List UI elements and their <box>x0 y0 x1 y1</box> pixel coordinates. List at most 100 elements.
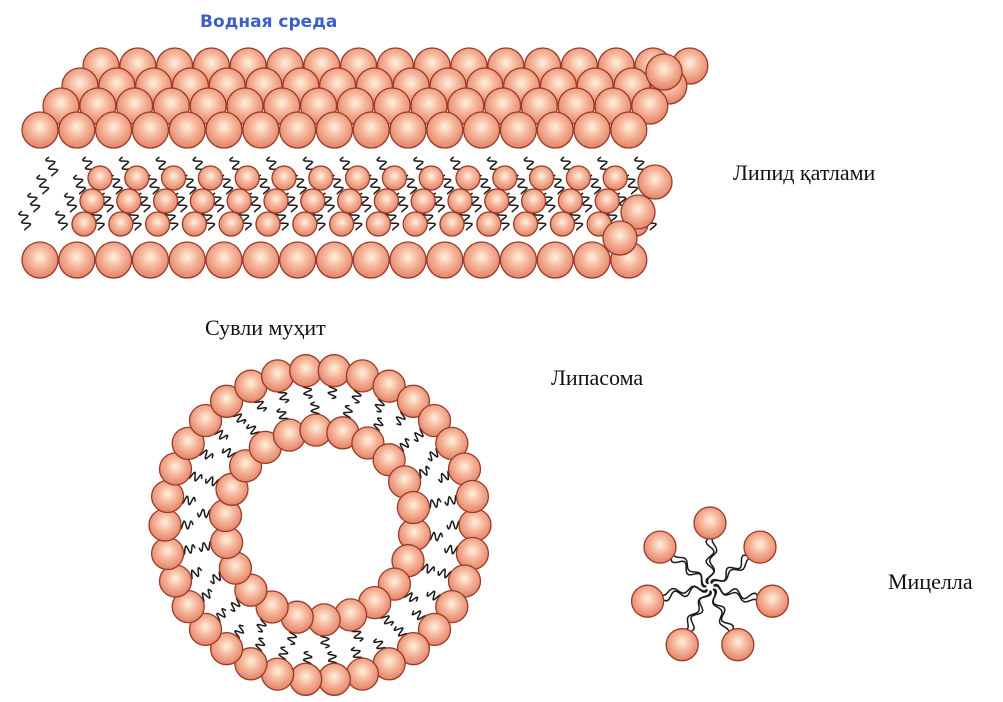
lipid-tail <box>688 591 711 632</box>
micelle-structure <box>632 507 789 661</box>
lipid-head-inner <box>514 212 538 236</box>
lipid-head-bottom <box>316 242 352 278</box>
lipid-head-top <box>169 112 205 148</box>
lipid-head-inner <box>80 189 104 213</box>
lipid-head-inner <box>309 166 333 190</box>
lipid-head-top <box>464 112 500 148</box>
lipid-head-inner <box>190 189 214 213</box>
lipid-head-inner <box>558 189 582 213</box>
lipid-head-bottom <box>464 242 500 278</box>
liposome-outer-head <box>318 663 350 695</box>
micelle-head <box>744 531 776 563</box>
lipid-head-bottom <box>96 242 132 278</box>
lipid-head-inner <box>125 166 149 190</box>
lipid-bilayer <box>19 48 708 278</box>
lipid-head-bottom <box>603 221 637 255</box>
lipid-head-inner <box>146 212 170 236</box>
lipid-head-inner <box>595 189 619 213</box>
lipid-head-top <box>353 112 389 148</box>
lipid-head-inner <box>603 166 627 190</box>
lipid-head-top <box>500 112 536 148</box>
lipid-head-top <box>206 112 242 148</box>
lipid-head-inner <box>272 166 296 190</box>
lipid-head-top <box>646 54 682 90</box>
lipid-head-top <box>280 112 316 148</box>
lipid-head-bottom <box>243 242 279 278</box>
lipid-head-inner <box>154 189 178 213</box>
lipid-head-inner <box>530 166 554 190</box>
liposome-outer-head <box>262 360 294 392</box>
lipid-head-top <box>316 112 352 148</box>
lipid-head-inner <box>411 189 435 213</box>
lipid-head-inner <box>256 212 280 236</box>
lipid-head-inner <box>346 166 370 190</box>
micelle-head <box>694 507 726 539</box>
lipid-head-top <box>59 112 95 148</box>
liposome-outer-head <box>149 509 181 541</box>
micelle-head <box>632 585 664 617</box>
lipid-head-inner <box>382 166 406 190</box>
lipid-head-inner <box>330 212 354 236</box>
lipid-tail <box>46 157 58 176</box>
lipid-head-inner <box>374 189 398 213</box>
lipid-head-inner <box>485 189 509 213</box>
liposome-outer-head <box>290 663 322 695</box>
lipid-head-inner <box>338 189 362 213</box>
lipid-head-inner <box>493 166 517 190</box>
lipid-head-inner <box>219 212 243 236</box>
lipid-tail <box>37 175 49 194</box>
aqueous-medium-label-ru: Водная среда <box>200 14 337 31</box>
lipid-tail <box>65 193 77 212</box>
aqueous-medium-label: Сувли муҳит <box>205 317 326 339</box>
lipid-tail <box>673 550 707 586</box>
lipid-head-top <box>390 112 426 148</box>
lipid-head-inner <box>182 212 206 236</box>
liposome-structure <box>149 355 491 696</box>
lipid-tail <box>28 193 40 212</box>
lipid-head-inner <box>419 166 443 190</box>
lipid-head-inner <box>109 212 133 236</box>
lipid-head-bottom <box>353 242 389 278</box>
lipid-head-inner <box>403 212 427 236</box>
liposome-label: Липасома <box>551 367 643 389</box>
lipid-tail <box>19 211 31 230</box>
liposome-outer-head <box>318 355 350 387</box>
micelle-head <box>666 629 698 661</box>
lipid-head-inner <box>301 189 325 213</box>
micelle-label: Мицелла <box>888 571 973 593</box>
lipid-head-bottom <box>638 165 672 199</box>
lipid-head-inner <box>235 166 259 190</box>
lipid-head-inner <box>117 189 141 213</box>
lipid-tail <box>74 175 86 194</box>
lipid-head-top <box>22 112 58 148</box>
lipid-head-bottom <box>574 242 610 278</box>
lipid-head-top <box>574 112 610 148</box>
liposome-inner-head <box>397 492 429 524</box>
lipid-head-inner <box>366 212 390 236</box>
lipid-head-inner <box>477 212 501 236</box>
lipid-head-inner <box>88 166 112 190</box>
lipid-head-bottom <box>132 242 168 278</box>
lipid-head-top <box>427 112 463 148</box>
lipid-tail <box>713 584 758 598</box>
lipid-head-inner <box>264 189 288 213</box>
lipid-head-inner <box>448 189 472 213</box>
lipid-head-inner <box>440 212 464 236</box>
lipid-head-inner <box>198 166 222 190</box>
lipid-head-bottom <box>500 242 536 278</box>
lipid-head-inner <box>72 212 96 236</box>
lipid-head-bottom <box>280 242 316 278</box>
lipid-head-bottom <box>206 242 242 278</box>
lipid-head-inner <box>456 166 480 190</box>
micelle-head <box>644 531 676 563</box>
lipid-bilayer-label: Липид қатлами <box>733 162 875 184</box>
lipid-head-top <box>132 112 168 148</box>
lipid-tail <box>658 586 707 595</box>
lipid-head-inner <box>162 166 186 190</box>
lipid-head-inner <box>293 212 317 236</box>
lipid-head-top <box>96 112 132 148</box>
liposome-outer-head <box>290 355 322 387</box>
lipid-head-bottom <box>59 242 95 278</box>
micelle-head <box>722 629 754 661</box>
